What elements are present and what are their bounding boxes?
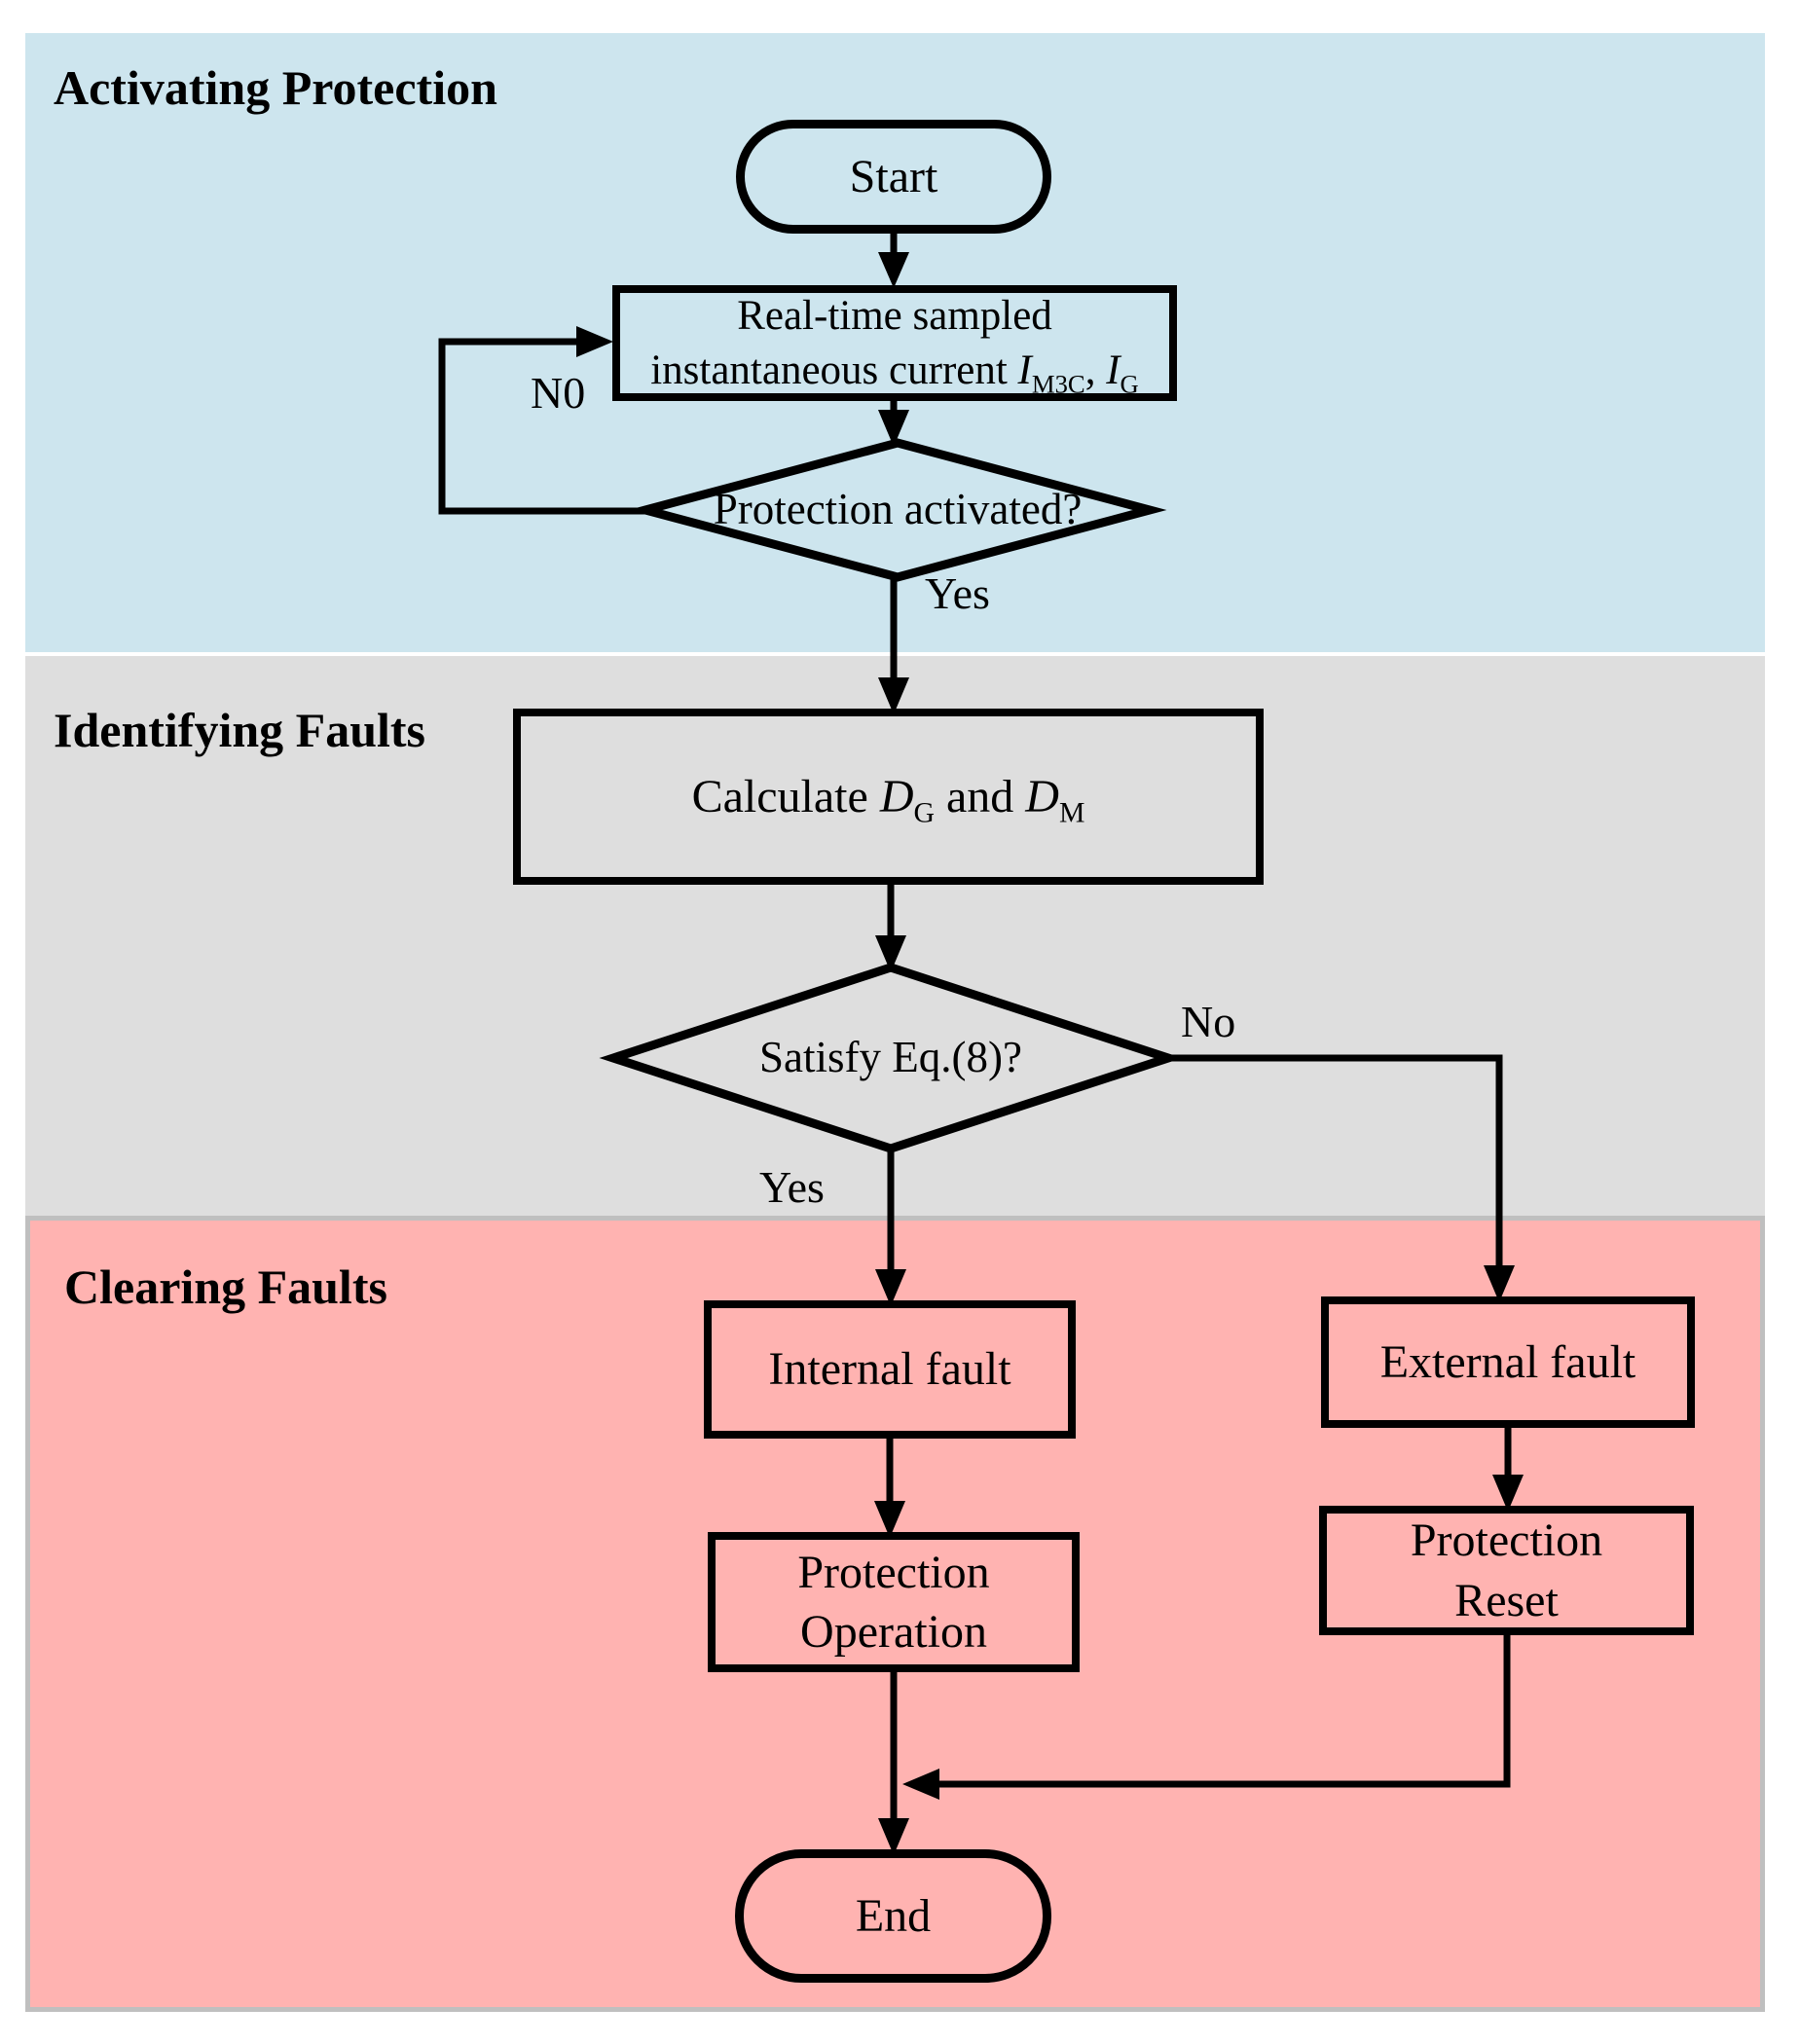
var-dg-sub: G	[913, 796, 935, 829]
internal-fault-node: Internal fault	[704, 1300, 1076, 1439]
reset-line1: Protection	[1410, 1515, 1603, 1567]
end-label: End	[855, 1889, 932, 1942]
edge-label-no2: No	[1181, 997, 1236, 1046]
decision2-label: Satisfy Eq.(8)?	[759, 1033, 1022, 1082]
calculate-node: Calculate DG and DM	[513, 709, 1264, 885]
var-ig-sub: G	[1120, 369, 1139, 399]
reset-line2: Reset	[1454, 1574, 1559, 1626]
band-label-activating-protection: Activating Protection	[54, 60, 497, 115]
edge-label-loop-no: N0	[531, 368, 586, 418]
sample-line1: Real-time sampled	[737, 292, 1052, 339]
external-fault-label: External fault	[1379, 1335, 1636, 1388]
band-label-identifying-faults: Identifying Faults	[54, 703, 426, 757]
edge-label-yes1: Yes	[925, 568, 990, 618]
start-node: Start	[736, 120, 1051, 234]
internal-fault-label: Internal fault	[768, 1343, 1011, 1396]
var-imc: I	[1017, 347, 1032, 393]
edge-label-yes2: Yes	[759, 1162, 825, 1212]
var-imc-sub: M3C	[1031, 369, 1085, 399]
sample-line2: instantaneous current IM3C, IG	[650, 347, 1139, 399]
end-node: End	[735, 1849, 1051, 1983]
decision2-satisfy-eq8: Satisfy Eq.(8)?	[613, 967, 1168, 1149]
var-dm-sub: M	[1058, 796, 1085, 829]
sample-current-node: Real-time sampled instantaneous current …	[612, 285, 1177, 401]
protection-operation-node: Protection Operation	[708, 1532, 1080, 1672]
protection-reset-node: Protection Reset	[1319, 1506, 1694, 1635]
external-fault-node: External fault	[1321, 1296, 1695, 1428]
var-dm: D	[1025, 770, 1059, 822]
var-ig: I	[1106, 347, 1120, 393]
start-label: Start	[849, 150, 938, 202]
var-dg: D	[879, 770, 914, 822]
calculate-label: Calculate DG and DM	[691, 770, 1085, 829]
operation-line1: Protection	[797, 1546, 990, 1598]
decision1-label: Protection activated?	[713, 485, 1083, 534]
band-label-clearing-faults: Clearing Faults	[64, 1259, 387, 1314]
operation-line2: Operation	[800, 1606, 987, 1658]
decision1-protection-activated: Protection activated?	[645, 443, 1150, 577]
band-clearing-faults	[25, 1216, 1765, 2012]
